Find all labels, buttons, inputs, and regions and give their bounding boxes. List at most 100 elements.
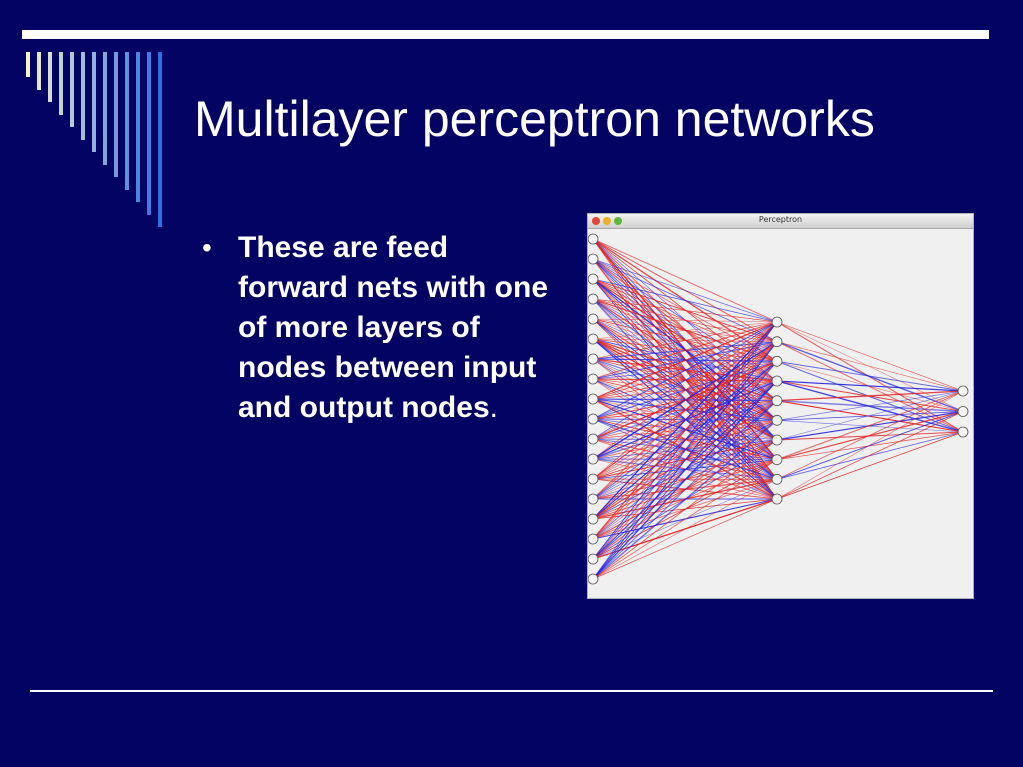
network-edge xyxy=(776,380,964,392)
input-node xyxy=(588,513,599,525)
network-edge xyxy=(592,498,778,580)
hidden-node xyxy=(771,493,783,505)
input-node xyxy=(588,573,599,585)
network-edges xyxy=(592,238,964,580)
input-node xyxy=(588,433,599,445)
zoom-button[interactable] xyxy=(614,217,622,225)
bottom-rule xyxy=(30,690,993,692)
bullet-item: • These are feed forward nets with one o… xyxy=(200,228,560,428)
input-node xyxy=(588,273,599,285)
decorative-stripe xyxy=(103,52,107,165)
perceptron-window: Perceptron xyxy=(587,213,974,599)
input-node xyxy=(588,253,599,265)
input-node xyxy=(588,293,599,305)
hidden-node xyxy=(771,414,783,426)
network-edge xyxy=(592,321,778,400)
decorative-stripe xyxy=(114,52,118,177)
network-edge xyxy=(592,318,778,323)
network-edge xyxy=(592,321,778,540)
hidden-node xyxy=(771,473,783,485)
network-edge xyxy=(776,390,964,421)
bullet-marker: • xyxy=(202,232,212,263)
decorative-stripe xyxy=(37,52,41,90)
input-node xyxy=(588,453,599,465)
bullet-trailing-period: . xyxy=(489,391,498,424)
decorative-stripe xyxy=(125,52,129,190)
network-edge xyxy=(592,321,778,440)
window-titlebar: Perceptron xyxy=(588,214,973,229)
output-node xyxy=(957,406,969,417)
decorative-stripe xyxy=(147,52,151,215)
decorative-stripe xyxy=(158,52,162,227)
network-edge xyxy=(592,321,778,520)
hidden-node xyxy=(771,355,783,367)
network-edge xyxy=(592,298,778,323)
input-node xyxy=(588,333,599,345)
input-node xyxy=(588,413,599,425)
decorative-stripe xyxy=(81,52,85,140)
network-edge xyxy=(592,321,778,560)
decorative-stripe xyxy=(48,52,52,102)
network-edge xyxy=(776,411,964,421)
network-diagram xyxy=(588,233,969,585)
network-edge xyxy=(776,411,964,500)
network-edge xyxy=(592,459,778,580)
network-edge xyxy=(776,399,964,413)
hidden-node xyxy=(771,434,783,446)
network-edge xyxy=(592,321,778,480)
network-edge xyxy=(592,321,778,500)
bullet-list: • These are feed forward nets with one o… xyxy=(200,228,560,428)
output-node xyxy=(957,385,969,397)
input-node xyxy=(588,553,599,565)
input-node xyxy=(588,493,599,505)
hidden-node xyxy=(771,375,783,387)
network-edge xyxy=(592,321,778,360)
network-edge xyxy=(592,400,778,580)
network-edge xyxy=(776,390,964,402)
network-edge xyxy=(592,341,778,580)
network-edge xyxy=(776,431,964,480)
network-edge xyxy=(776,341,964,392)
network-edge xyxy=(776,390,964,461)
network-edge xyxy=(776,321,964,392)
input-node xyxy=(588,233,599,245)
input-node xyxy=(588,353,599,365)
slide-title: Multilayer perceptron networks xyxy=(194,91,875,147)
minimize-button[interactable] xyxy=(603,217,611,225)
decorative-stripe xyxy=(70,52,74,127)
network-edge xyxy=(776,360,964,392)
network-edge xyxy=(592,361,778,580)
network-edge xyxy=(776,341,964,433)
network-edge xyxy=(592,321,778,420)
window-title: Perceptron xyxy=(758,215,803,224)
network-nodes xyxy=(588,233,969,585)
network-edge xyxy=(592,321,778,580)
network-edge xyxy=(776,411,964,480)
top-rule xyxy=(22,30,989,39)
input-node xyxy=(588,393,599,405)
network-edge xyxy=(776,390,964,480)
network-edge xyxy=(776,431,964,500)
input-node xyxy=(588,533,599,545)
hidden-node xyxy=(771,316,783,328)
hidden-node xyxy=(771,336,783,348)
decorative-stripe xyxy=(59,52,63,115)
close-button[interactable] xyxy=(592,217,600,225)
network-edge xyxy=(592,238,778,323)
network-edge xyxy=(592,419,778,580)
network-edge xyxy=(776,400,964,433)
decorative-stripe xyxy=(92,52,96,152)
network-edge xyxy=(776,321,964,412)
input-node xyxy=(588,313,599,325)
network-edge xyxy=(592,380,778,580)
network-edge xyxy=(592,278,778,323)
decorative-stripes xyxy=(0,0,180,227)
input-node xyxy=(588,473,599,485)
network-edge xyxy=(776,390,964,441)
decorative-stripe xyxy=(136,52,140,202)
bullet-text: These are feed forward nets with one of … xyxy=(238,231,549,424)
network-edge xyxy=(592,321,778,460)
network-edge xyxy=(592,479,778,580)
output-node xyxy=(957,426,969,438)
input-node xyxy=(588,373,599,385)
